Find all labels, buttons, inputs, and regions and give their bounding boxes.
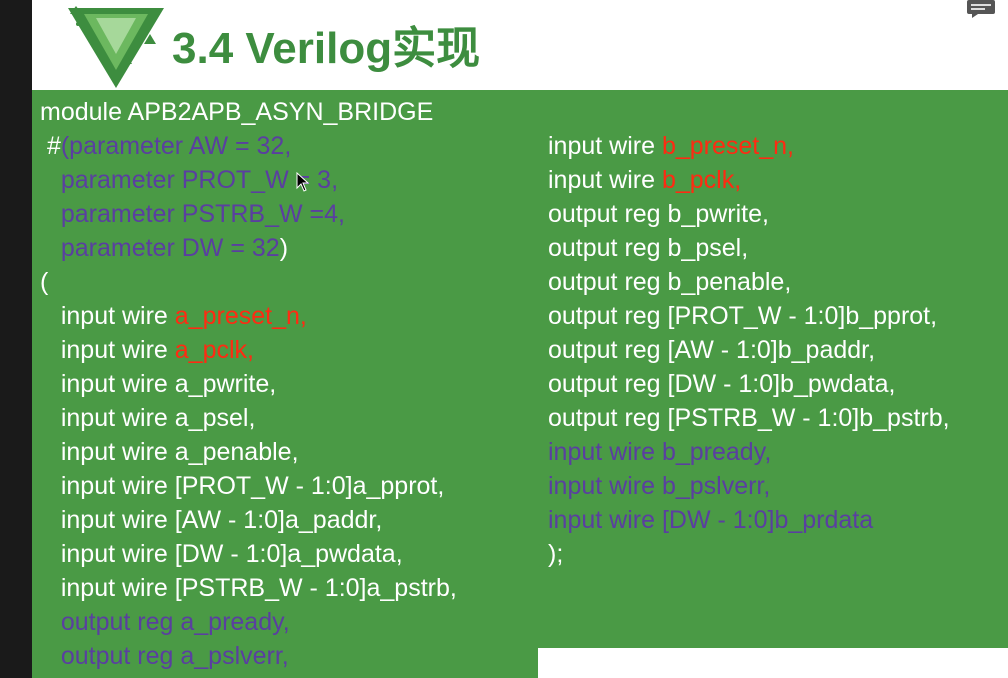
code-port-b-psel: output reg b_psel, [548,234,749,262]
code-port-a-paddr: input wire [AW - 1:0]a_paddr, [40,506,383,534]
code-param-prot-w: parameter PROT_W = 3, [40,166,339,194]
code-port-close: ); [548,540,564,568]
code-param-dw-text: parameter DW = 32 [40,234,280,262]
comment-icon[interactable] [966,0,996,18]
code-port-open: ( [40,268,49,296]
code-port-b-pwdata: output reg [DW - 1:0]b_pwdata, [548,370,896,398]
code-port-a-penable: input wire a_penable, [40,438,299,466]
code-port-b-pwrite: output reg b_pwrite, [548,200,769,228]
code-port-b-pready: input wire b_pready, [548,438,772,466]
code-port-b-prdata: input wire [DW - 1:0]b_prdata [548,506,874,534]
code-prefix: input wire [40,302,175,330]
left-dark-border [0,0,32,678]
slide-background-patch [538,648,1008,678]
code-port-a-pwrite: input wire a_pwrite, [40,370,277,398]
code-port-a-pprot: input wire [PROT_W - 1:0]a_pprot, [40,472,445,500]
slide-title: 3.4 Verilog实现 [172,24,481,73]
code-param-aw: (parameter AW = 32, [60,132,292,160]
code-port-b-pstrb: output reg [PSTRB_W - 1:0]b_pstrb, [548,404,950,432]
code-signal-b-preset-n: b_preset_n, [661,132,794,160]
code-prefix: input wire [548,166,662,194]
code-line-module: module APB2APB_ASYN_BRIDGE [40,98,434,126]
code-port-b-paddr: output reg [AW - 1:0]b_paddr, [548,336,876,364]
code-port-a-pclk: input wire a_pclk, [40,333,254,367]
code-prefix: input wire [40,336,175,364]
code-line-params-start: #(parameter AW = 32, [40,129,291,163]
code-signal-a-preset-n: a_preset_n, [174,302,307,330]
code-param-dw: parameter DW = 32) [40,231,288,265]
code-port-a-preset-n: input wire a_preset_n, [40,299,307,333]
code-port-b-pclk: input wire b_pclk, [548,163,741,197]
code-param-pstrb-w: parameter PSTRB_W =4, [40,200,345,228]
mouse-cursor-icon [296,172,310,192]
code-port-a-pready: output reg a_pready, [40,608,290,636]
code-port-a-pwdata: input wire [DW - 1:0]a_pwdata, [40,540,403,568]
code-port-b-pslverr: input wire b_pslverr, [548,472,771,500]
code-port-b-preset-n: input wire b_preset_n, [548,129,794,163]
code-signal-a-pclk: a_pclk, [174,336,254,364]
code-prefix: input wire [548,132,662,160]
green-triangle-logo-icon [68,6,164,88]
code-panel [32,90,1008,678]
code-port-a-psel: input wire a_psel, [40,404,256,432]
code-port-a-pslverr: output reg a_pslverr, [40,642,289,670]
code-port-a-pstrb: input wire [PSTRB_W - 1:0]a_pstrb, [40,574,457,602]
code-port-b-pprot: output reg [PROT_W - 1:0]b_pprot, [548,302,938,330]
code-hash: # [40,132,61,160]
code-port-b-penable: output reg b_penable, [548,268,792,296]
code-signal-b-pclk: b_pclk, [661,166,742,194]
code-param-close: ) [279,234,289,262]
